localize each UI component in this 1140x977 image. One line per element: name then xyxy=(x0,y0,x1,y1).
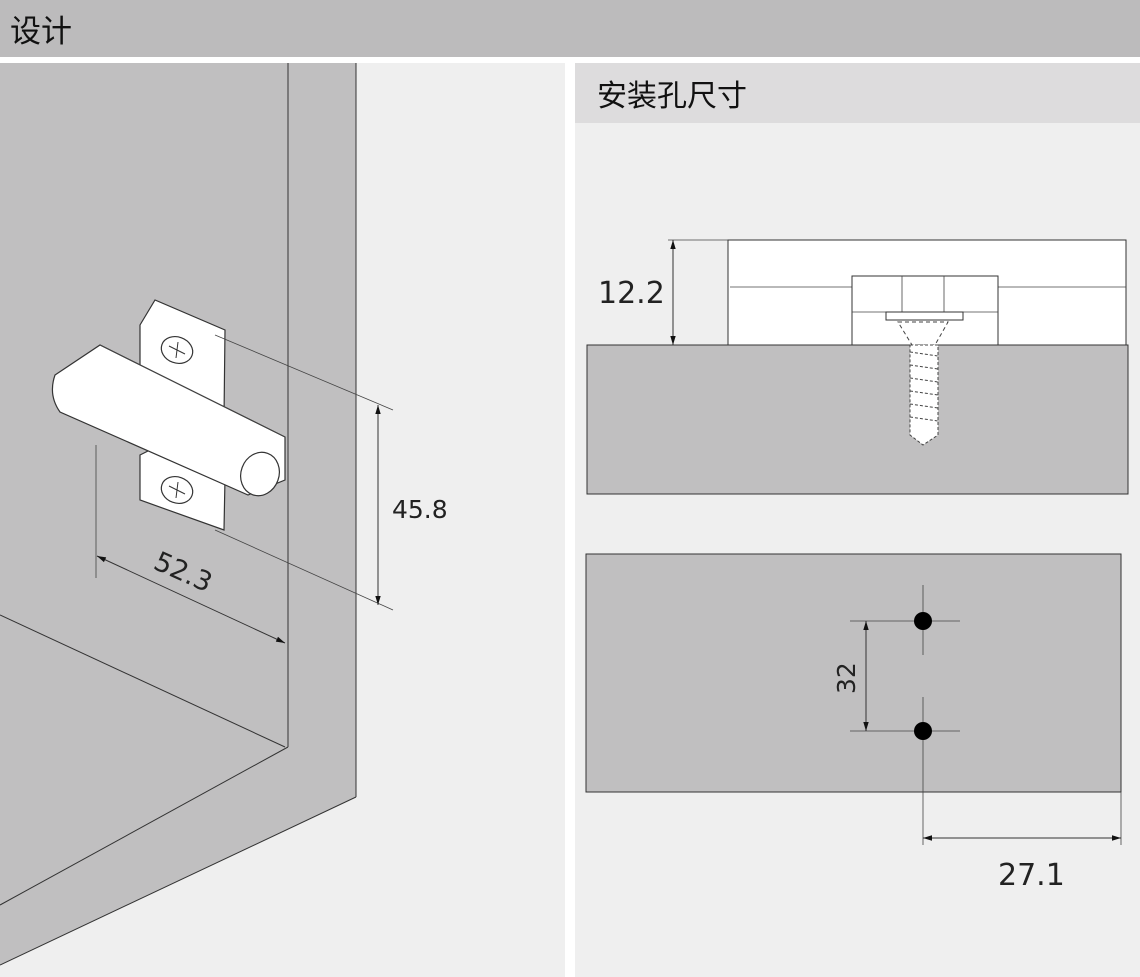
screw-icon xyxy=(160,476,194,504)
mounting-panel: 安装孔尺寸 12.2 xyxy=(575,63,1140,977)
header-bar xyxy=(0,0,1140,57)
screw-icon xyxy=(160,336,194,364)
screw-icon xyxy=(897,321,949,446)
hole-view: 32 27.1 xyxy=(585,553,1122,893)
mounting-hole xyxy=(914,612,932,630)
mounting-hole xyxy=(914,722,932,740)
mounting-panel-title: 安装孔尺寸 xyxy=(597,79,747,114)
side-height-label: 12.2 xyxy=(598,276,665,311)
mounting-panel-header xyxy=(575,63,1140,123)
hole-spacing-label: 32 xyxy=(832,662,861,694)
edge-distance-label: 27.1 xyxy=(998,858,1065,893)
design-view: 45.8 52.3 xyxy=(0,63,565,977)
door-buffer-part xyxy=(51,299,286,531)
side-view: 12.2 xyxy=(586,239,1129,495)
height-dimension-label: 45.8 xyxy=(392,495,448,524)
header-title: 设计 xyxy=(10,14,72,50)
